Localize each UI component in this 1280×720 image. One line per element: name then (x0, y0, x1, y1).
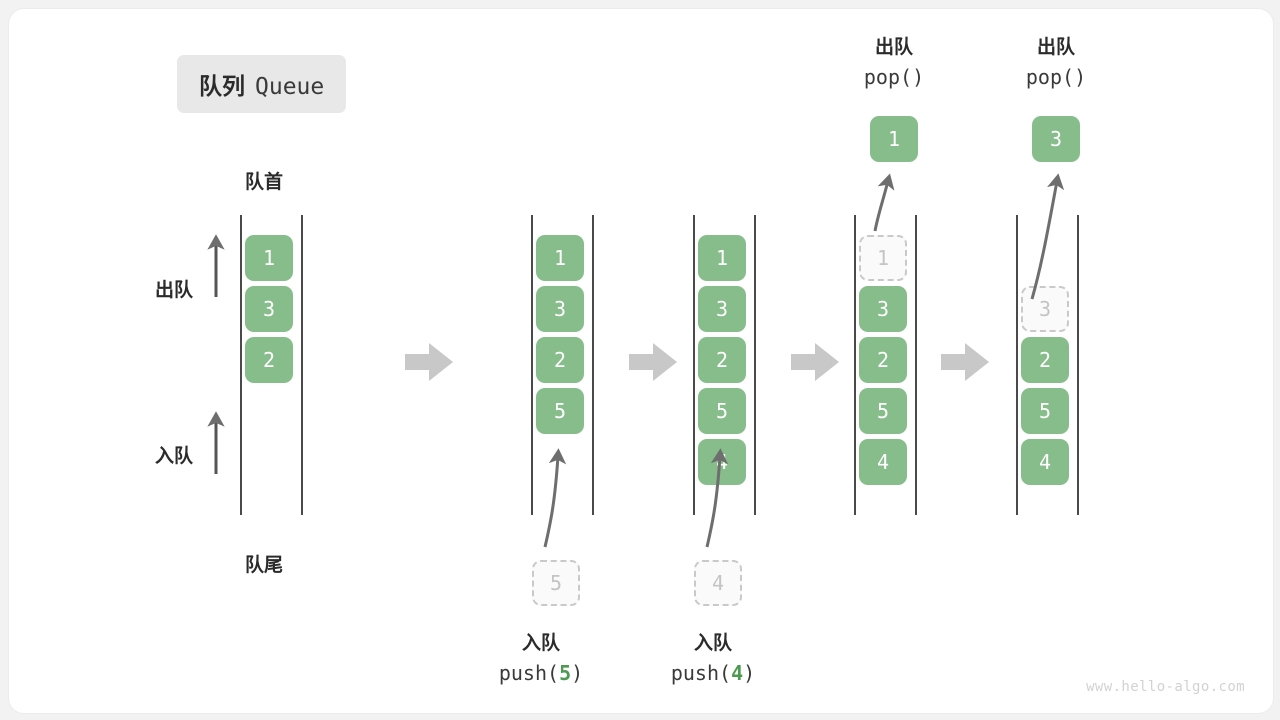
queue-rail-left-5 (1016, 215, 1018, 515)
queue-cell: 2 (245, 337, 293, 383)
queue-cell: 2 (698, 337, 746, 383)
operation-name: 入队 (693, 633, 732, 654)
queue-cell: 1 (698, 235, 746, 281)
queue-rail-right-1 (301, 215, 303, 515)
queue-rail-right-4 (915, 215, 917, 515)
queue-cell: 4 (859, 439, 907, 485)
queue-cell: 2 (859, 337, 907, 383)
popped-element-1: 1 (870, 116, 918, 162)
incoming-element-5: 5 (532, 560, 580, 606)
queue-rail-left-4 (854, 215, 856, 515)
step-arrow-2 (629, 343, 677, 381)
queue-cell: 3 (698, 286, 746, 332)
queue-column-after-pop-1: 1 3 2 5 4 (859, 235, 907, 485)
queue-rail-left-3 (693, 215, 695, 515)
title-english: Queue (255, 74, 325, 100)
operation-code: pop() (863, 65, 925, 90)
operation-name: 出队 (874, 37, 913, 58)
rear-label: 队尾 (245, 555, 284, 576)
queue-column-after-pop-3: 3 2 5 4 (1021, 286, 1069, 485)
step-arrow-3 (791, 343, 839, 381)
queue-cell: 3 (536, 286, 584, 332)
queue-cell: 5 (859, 388, 907, 434)
operation-label-pop-1: 出队 pop() (794, 33, 994, 93)
queue-column-after-push-4: 1 3 2 5 4 (698, 235, 746, 485)
queue-cell: 3 (245, 286, 293, 332)
incoming-element-4: 4 (694, 560, 742, 606)
popped-element-3: 3 (1032, 116, 1080, 162)
operation-code: pop() (1025, 65, 1087, 90)
diagram-card: 队列 Queue 队首 队尾 出队 入队 1 3 2 1 3 2 5 5 入队 … (8, 8, 1274, 714)
enqueue-direction-label: 入队 (155, 446, 194, 467)
queue-cell: 5 (536, 388, 584, 434)
operation-label-pop-3: 出队 pop() (956, 33, 1156, 93)
queue-rail-left-1 (240, 215, 242, 515)
queue-cell: 4 (1021, 439, 1069, 485)
step-arrow-1 (405, 343, 453, 381)
pop-3-motion-arrow (1030, 173, 1065, 300)
queue-cell: 4 (698, 439, 746, 485)
operation-label-push-5: 入队 push(5) (441, 629, 641, 689)
queue-cell-popped: 1 (859, 235, 907, 281)
operation-code: push(5) (498, 661, 584, 686)
front-label: 队首 (245, 172, 284, 193)
queue-cell: 1 (536, 235, 584, 281)
queue-rail-left-2 (531, 215, 533, 515)
queue-column-initial: 1 3 2 (245, 235, 293, 383)
push-5-motion-arrow (543, 448, 567, 548)
queue-cell: 3 (859, 286, 907, 332)
queue-rail-right-5 (1077, 215, 1079, 515)
dequeue-direction-label: 出队 (155, 280, 194, 301)
title-chinese: 队列 (199, 73, 245, 99)
arrows-layer (207, 173, 1065, 548)
pop-1-motion-arrow (873, 173, 895, 232)
queue-cell: 2 (536, 337, 584, 383)
queue-rail-right-3 (754, 215, 756, 515)
operation-name: 出队 (1036, 37, 1075, 58)
operation-code: push(4) (670, 661, 756, 686)
queue-column-after-push-5: 1 3 2 5 (536, 235, 584, 434)
queue-cell: 1 (245, 235, 293, 281)
diagram-title-badge: 队列 Queue (177, 55, 347, 113)
operation-name: 入队 (521, 633, 560, 654)
queue-rail-right-2 (592, 215, 594, 515)
queue-cell: 5 (1021, 388, 1069, 434)
queue-cell: 2 (1021, 337, 1069, 383)
queue-cell-popped: 3 (1021, 286, 1069, 332)
step-arrow-4 (941, 343, 989, 381)
queue-cell: 5 (698, 388, 746, 434)
operation-label-push-4: 入队 push(4) (613, 629, 813, 689)
watermark: www.hello-algo.com (1086, 679, 1245, 695)
